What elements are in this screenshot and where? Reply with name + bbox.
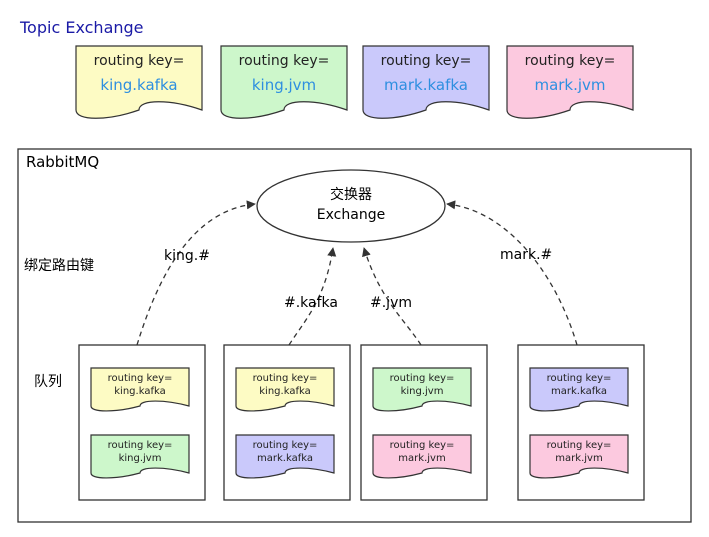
queue-2-card-1-shape xyxy=(235,367,335,412)
queue-1-card-2: routing key= king.jvm xyxy=(90,434,190,479)
queue-2: routing key= king.kafka routing key= mark.k… xyxy=(223,344,351,501)
queue-4: routing key= mark.kafka routing key= mark.j… xyxy=(517,344,645,501)
queue-4-card-1: routing key= mark.kafka xyxy=(529,367,629,412)
queue-list: routing key= king.kafka routing key= king.j… xyxy=(78,344,645,501)
binding-arrow-king xyxy=(136,200,256,346)
message-card-king-kafka-key: king.kafka xyxy=(100,76,177,94)
message-card-king-jvm: routing key= king.jvm xyxy=(220,45,348,119)
message-card-mark-kafka-key: mark.kafka xyxy=(384,76,468,94)
queue-3: routing key= king.jvm routing key= mark.jvm xyxy=(360,344,488,501)
queue-1-card-1-key: king.kafka xyxy=(114,386,165,397)
message-card-mark-jvm-key: mark.jvm xyxy=(534,76,605,94)
message-list: routing key= king.kafka routing key= king.j… xyxy=(75,45,634,119)
queue-1: routing key= king.kafka routing key= king.j… xyxy=(78,344,206,501)
queue-4-card-1-shape xyxy=(529,367,629,412)
message-card-king-jvm-shape xyxy=(220,45,348,119)
message-card-king-kafka-label: routing key= xyxy=(94,53,185,69)
queue-1-card-2-shape xyxy=(90,434,190,479)
message-card-king-kafka-shape xyxy=(75,45,203,119)
queue-2-card-2-shape xyxy=(235,434,335,479)
queue-1-card-2-key: king.jvm xyxy=(119,453,162,464)
queue-2-card-1: routing key= king.kafka xyxy=(235,367,335,412)
exchange-label-en: Exchange xyxy=(317,207,385,223)
binding-key-king: king.# xyxy=(164,248,210,264)
broker-name: RabbitMQ xyxy=(26,153,99,171)
queue-4-card-1-key: mark.kafka xyxy=(551,386,607,397)
queue-3-card-2-shape xyxy=(372,434,472,479)
message-card-king-jvm-key: king.jvm xyxy=(252,76,316,94)
queue-2-card-1-key: king.kafka xyxy=(259,386,310,397)
queue-3-card-1: routing key= king.jvm xyxy=(372,367,472,412)
message-card-mark-kafka-shape xyxy=(362,45,490,119)
queue-4-card-2-label: routing key= xyxy=(547,440,612,451)
rabbitmq-container xyxy=(17,148,692,523)
binding-arrow-kafka xyxy=(288,247,337,346)
message-card-king-jvm-label: routing key= xyxy=(239,53,330,69)
exchange-node xyxy=(256,169,446,243)
queue-4-card-1-label: routing key= xyxy=(547,373,612,384)
message-card-mark-jvm-label: routing key= xyxy=(525,53,616,69)
queue-1-card-2-label: routing key= xyxy=(108,440,173,451)
message-card-mark-kafka-label: routing key= xyxy=(381,53,472,69)
message-card-king-kafka: routing key= king.kafka xyxy=(75,45,203,119)
message-card-mark-jvm: routing key= mark.jvm xyxy=(506,45,634,119)
binding-key-kafka: #.kafka xyxy=(284,295,338,311)
diagram-title: Topic Exchange xyxy=(19,18,144,37)
binding-key-mark: mark.# xyxy=(500,247,552,263)
queue-1-card-1-shape xyxy=(90,367,190,412)
binding-key-label: 绑定路由键 xyxy=(24,258,94,274)
queue-3-card-1-label: routing key= xyxy=(390,373,455,384)
queue-3-card-2-label: routing key= xyxy=(390,440,455,451)
binding-arrow-jvm xyxy=(362,247,422,346)
queue-label: 队列 xyxy=(34,374,62,390)
binding-key-jvm: #.jvm xyxy=(370,295,412,311)
queue-2-card-2-key: mark.kafka xyxy=(257,453,313,464)
message-card-mark-jvm-shape xyxy=(506,45,634,119)
queue-1-card-1: routing key= king.kafka xyxy=(90,367,190,412)
queue-4-card-2-shape xyxy=(529,434,629,479)
queue-3-card-1-shape xyxy=(372,367,472,412)
queue-3-card-1-key: king.jvm xyxy=(401,386,444,397)
queue-3-card-2-key: mark.jvm xyxy=(398,453,445,464)
queue-1-card-1-label: routing key= xyxy=(108,373,173,384)
queue-4-card-2-key: mark.jvm xyxy=(555,453,602,464)
binding-arrow-mark xyxy=(446,200,578,346)
message-card-mark-kafka: routing key= mark.kafka xyxy=(362,45,490,119)
queue-2-card-1-label: routing key= xyxy=(253,373,318,384)
queue-4-card-2: routing key= mark.jvm xyxy=(529,434,629,479)
queue-3-card-2: routing key= mark.jvm xyxy=(372,434,472,479)
queue-2-card-2: routing key= mark.kafka xyxy=(235,434,335,479)
exchange-label-cn: 交换器 xyxy=(330,186,372,203)
queue-2-card-2-label: routing key= xyxy=(253,440,318,451)
